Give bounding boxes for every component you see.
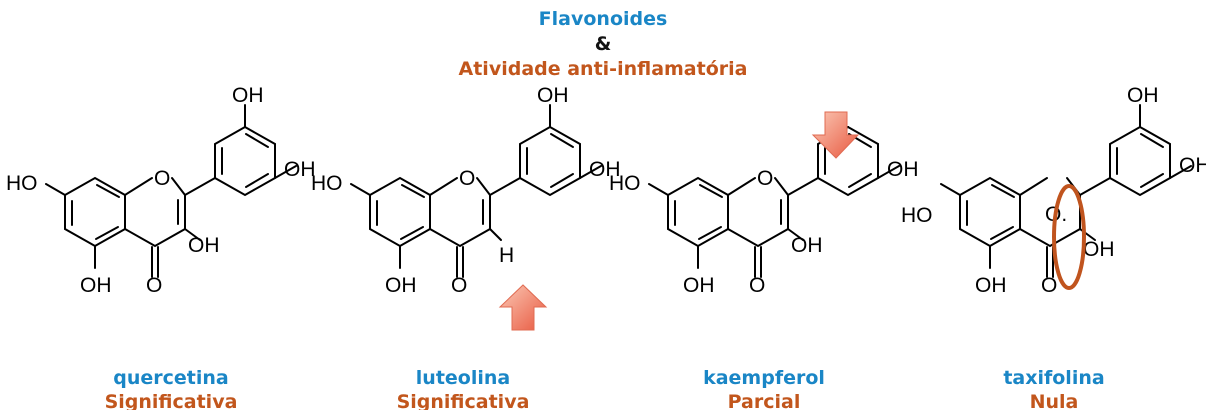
atom-ho: HO <box>6 172 38 195</box>
atom-h: H <box>499 244 514 267</box>
compound-name-quercetina: quercetina <box>113 367 228 389</box>
atom-oh-cut: OH <box>1179 154 1206 177</box>
atom-oh: OH <box>188 234 220 257</box>
compound-name-taxifolina: taxifolina <box>1003 367 1104 389</box>
carbonyl-oxygen: O <box>749 274 765 297</box>
structure-kaempferol: O OH HO OH OH O <box>609 100 919 297</box>
title-ampersand: & <box>594 33 612 55</box>
atom-ho: HO <box>609 172 641 195</box>
carbonyl-oxygen: O <box>451 274 467 297</box>
atom-ho: HO <box>901 204 933 227</box>
atom-oh: OH <box>589 158 621 181</box>
ring-oxygen: O <box>459 167 475 190</box>
atom-oh: OH <box>284 158 316 181</box>
structure-luteolina: O OH OH HO H OH O <box>311 84 621 297</box>
atom-oh: OH <box>232 84 264 107</box>
highlight-ellipse <box>1052 184 1086 290</box>
arrow-down-icon <box>811 111 860 159</box>
carbonyl-oxygen: O <box>1041 274 1057 297</box>
atom-oh: OH <box>683 274 715 297</box>
atom-oh: OH <box>1083 238 1115 261</box>
arrow-up-icon <box>498 284 548 331</box>
compound-activity-kaempferol: Parcial <box>728 391 801 410</box>
ring-oxygen: O <box>757 167 773 190</box>
compound-activity-taxifolina: Nula <box>1030 391 1079 410</box>
atom-oh: OH <box>1127 84 1159 107</box>
title-atividade: Atividade anti-inflamatória <box>458 58 748 80</box>
atom-oh: OH <box>791 234 823 257</box>
title-flavonoides: Flavonoides <box>538 8 668 30</box>
atom-ho: HO <box>311 172 343 195</box>
atom-oh: OH <box>537 84 569 107</box>
compound-name-luteolina: luteolina <box>416 367 510 389</box>
carbonyl-oxygen: O <box>146 274 162 297</box>
atom-oh: OH <box>385 274 417 297</box>
structure-quercetina: O OH OH HO OH OH O <box>6 84 316 297</box>
atom-oh: OH <box>975 274 1007 297</box>
ring-oxygen: O <box>154 167 170 190</box>
atom-oh: OH <box>887 158 919 181</box>
structure-taxifolina: O. OH OH HO OH OH O <box>901 84 1206 297</box>
compound-name-kaempferol: kaempferol <box>703 367 825 389</box>
compound-activity-quercetina: Significativa <box>105 391 238 410</box>
atom-oh: OH <box>80 274 112 297</box>
compound-activity-luteolina: Significativa <box>397 391 530 410</box>
